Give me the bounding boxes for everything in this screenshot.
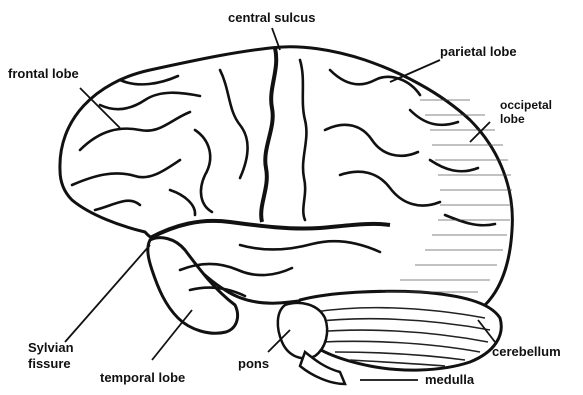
pons-shape	[278, 303, 327, 358]
label-central-sulcus: central sulcus	[228, 10, 315, 25]
label-occipital-lobe-line2: lobe	[500, 112, 525, 127]
label-parietal-lobe: parietal lobe	[440, 44, 517, 59]
leader-temporal-lobe	[152, 310, 192, 360]
label-sylvian-fissure-line1: Sylvian	[28, 340, 74, 355]
label-cerebellum: cerebellum	[492, 344, 561, 359]
label-temporal-lobe: temporal lobe	[100, 370, 185, 385]
label-frontal-lobe: frontal lobe	[8, 66, 79, 81]
label-pons: pons	[238, 356, 269, 371]
cerebrum-outline	[60, 47, 512, 307]
leader-parietal-lobe	[390, 60, 440, 82]
label-sylvian-fissure-line2: fissure	[28, 356, 71, 371]
leader-sylvian-fissure	[65, 245, 150, 342]
label-occipital-lobe-line1: occipetal	[500, 98, 552, 113]
label-medulla: medulla	[425, 372, 474, 387]
